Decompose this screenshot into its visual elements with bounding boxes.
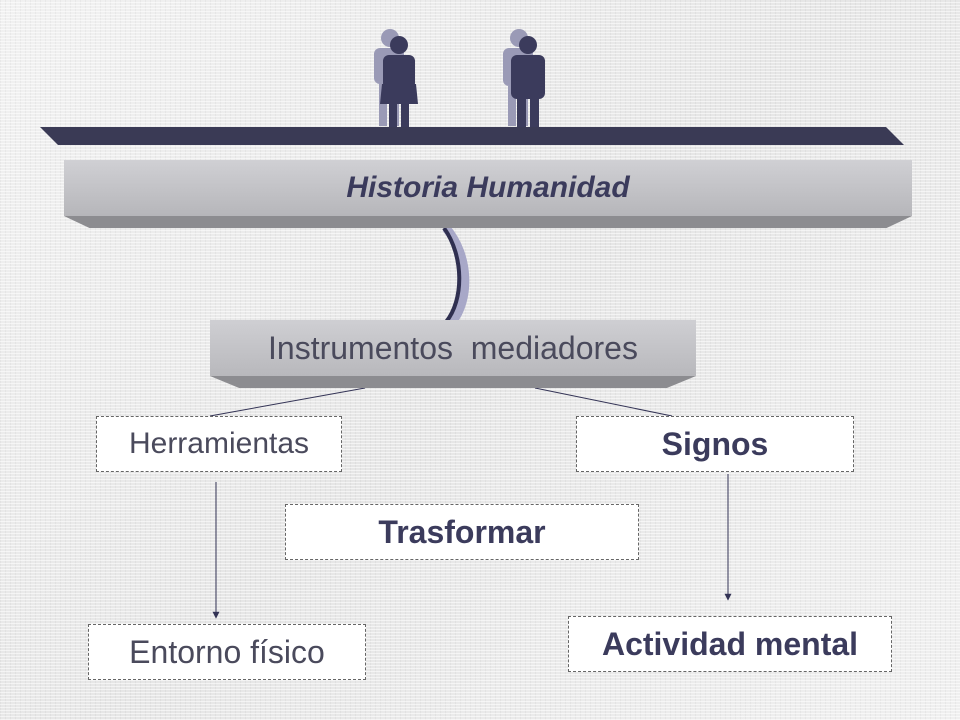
- node-signos: Signos: [576, 416, 854, 472]
- node-trasformar: Trasformar: [285, 504, 639, 560]
- node-herramientas: Herramientas: [96, 416, 342, 472]
- person-icon-left: [374, 29, 418, 128]
- connector-to-signos: [534, 387, 673, 417]
- person-icon-right: [503, 29, 545, 128]
- history-banner: Historia Humanidad: [64, 160, 912, 216]
- platform-bar: [40, 127, 904, 145]
- history-banner-bevel: [64, 216, 912, 228]
- connector-to-herramientas: [209, 387, 366, 417]
- mediator-box-bevel: [210, 376, 696, 388]
- mediator-box: Instrumentos mediadores: [210, 320, 696, 376]
- banner-title: Historia Humanidad: [346, 171, 630, 204]
- curved-connector: [442, 225, 470, 325]
- node-entorno-fisico: Entorno físico: [88, 624, 366, 680]
- node-actividad-mental: Actividad mental: [568, 616, 892, 672]
- mediator-label: Instrumentos mediadores: [268, 329, 638, 366]
